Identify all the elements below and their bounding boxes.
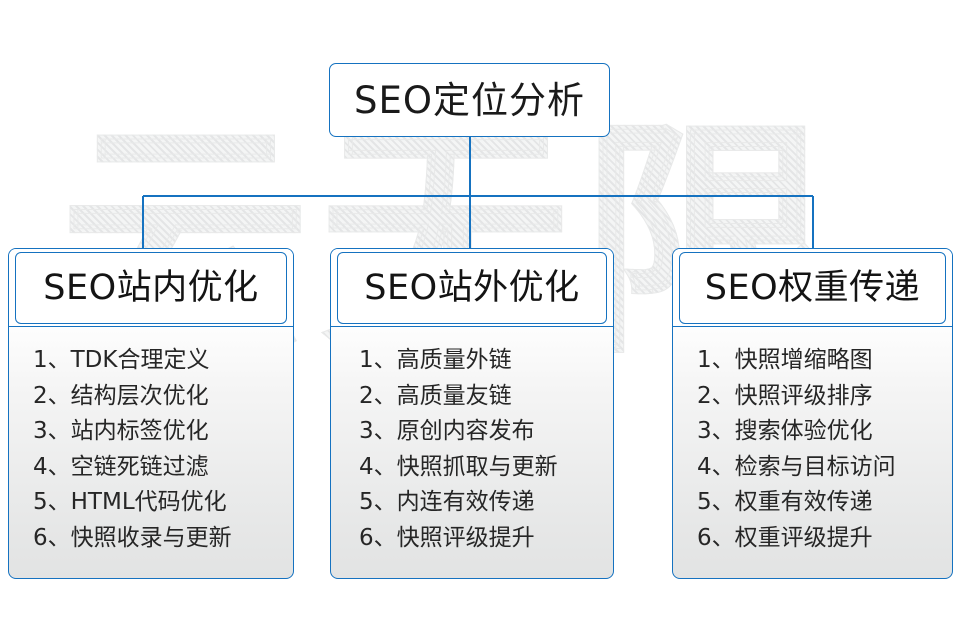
branch-card-weight-transfer[interactable]: SEO权重传递 1、快照增缩略图 2、快照评级排序 3、搜索体验优化 4、检索与… xyxy=(672,248,953,579)
list-item: 4、快照抓取与更新 xyxy=(359,453,558,480)
list-item: 5、权重有效传递 xyxy=(697,489,873,515)
list-item: 1、快照增缩略图 xyxy=(697,347,873,373)
branch-header-label: SEO站外优化 xyxy=(364,267,580,308)
list-item: 3、原创内容发布 xyxy=(359,418,535,444)
branch-card-off-page[interactable]: SEO站外优化 1、高质量外链 2、高质量友链 3、原创内容发布 4、快照抓取与… xyxy=(330,248,614,579)
list-item: 6、权重评级提升 xyxy=(697,524,873,551)
list-item: 3、站内标签优化 xyxy=(33,418,209,444)
list-item: 5、内连有效传递 xyxy=(359,489,535,515)
list-item: 6、快照评级提升 xyxy=(359,524,535,551)
branch-header-on-page: SEO站内优化 xyxy=(9,249,293,327)
list-item: 1、高质量外链 xyxy=(359,347,512,373)
branch-card-on-page[interactable]: SEO站内优化 1、TDK合理定义 2、结构层次优化 3、站内标签优化 4、空链… xyxy=(8,248,294,579)
root-node-label: SEO定位分析 xyxy=(354,78,585,122)
branch-list-off-page: 1、高质量外链 2、高质量友链 3、原创内容发布 4、快照抓取与更新 5、内连有… xyxy=(331,327,613,578)
list-item: 2、高质量友链 xyxy=(359,382,512,409)
branch-header-off-page: SEO站外优化 xyxy=(331,249,613,327)
list-item: 4、空链死链过滤 xyxy=(33,453,209,480)
list-item: 3、搜索体验优化 xyxy=(697,418,873,444)
branch-header-frame: SEO站内优化 xyxy=(15,252,287,324)
root-node[interactable]: SEO定位分析 xyxy=(329,63,610,137)
list-item: 1、TDK合理定义 xyxy=(33,347,210,373)
list-item: 2、结构层次优化 xyxy=(33,382,209,409)
branch-list-weight-transfer: 1、快照增缩略图 2、快照评级排序 3、搜索体验优化 4、检索与目标访问 5、权… xyxy=(673,327,952,578)
list-item: 2、快照评级排序 xyxy=(697,382,873,409)
branch-list-on-page: 1、TDK合理定义 2、结构层次优化 3、站内标签优化 4、空链死链过滤 5、H… xyxy=(9,327,293,578)
list-item: 4、检索与目标访问 xyxy=(697,453,896,480)
list-item: 5、HTML代码优化 xyxy=(33,489,227,515)
branch-header-label: SEO权重传递 xyxy=(704,267,921,308)
branch-header-weight-transfer: SEO权重传递 xyxy=(673,249,952,327)
branch-header-frame: SEO权重传递 xyxy=(679,252,946,324)
branch-header-label: SEO站内优化 xyxy=(43,267,259,308)
list-item: 6、快照收录与更新 xyxy=(33,524,232,551)
branch-header-frame: SEO站外优化 xyxy=(337,252,607,324)
